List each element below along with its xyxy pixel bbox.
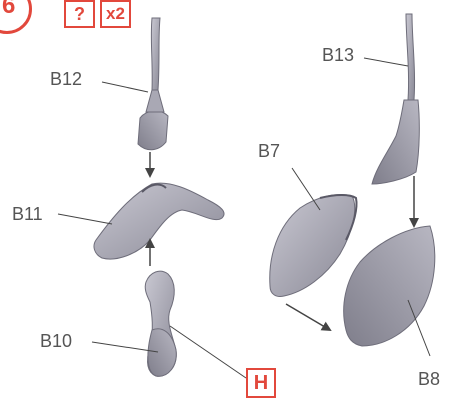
label-b11: B11	[12, 205, 43, 223]
part-b12	[138, 18, 168, 150]
part-b7	[270, 195, 357, 297]
label-b13: B13	[322, 46, 354, 64]
part-b10	[145, 271, 176, 376]
part-b8	[344, 226, 435, 346]
leader-b11	[58, 214, 112, 224]
leader-h	[170, 326, 246, 378]
leader-b12	[102, 82, 148, 92]
part-b13	[372, 14, 419, 184]
leader-b7	[292, 168, 320, 210]
label-b8: B8	[418, 370, 440, 388]
label-b7: B7	[258, 142, 280, 160]
leader-b13	[364, 58, 408, 66]
part-b11	[94, 183, 224, 259]
step-number: 6	[2, 0, 15, 18]
label-b12: B12	[50, 70, 82, 88]
label-b10: B10	[40, 332, 72, 350]
arrow-b7-to-b8	[286, 304, 330, 330]
question-badge: ?	[64, 0, 95, 28]
quantity-badge: x2	[100, 0, 131, 28]
callout-h: H	[246, 368, 276, 398]
